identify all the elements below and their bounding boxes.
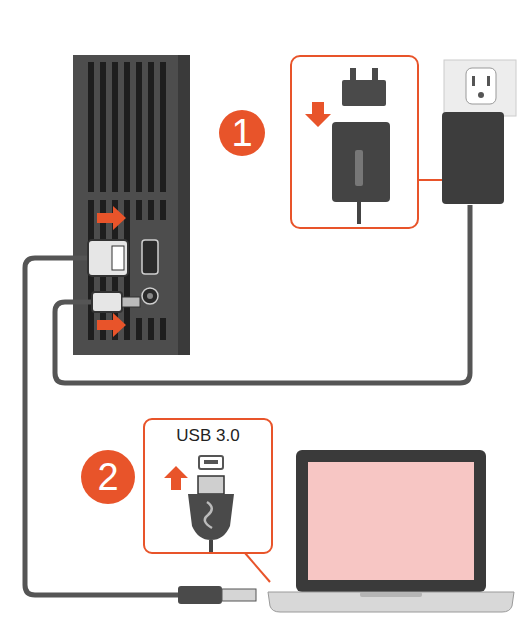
usb-inset-picture [164, 456, 270, 582]
port-label: USB 3.0 [145, 426, 271, 446]
step-number: 1 [219, 110, 265, 156]
power-adapter [442, 112, 504, 204]
power-plug [92, 292, 140, 312]
callout-number: 2 [97, 456, 118, 499]
usb-cable [25, 258, 185, 595]
wall-outlet [444, 60, 516, 116]
callout-number: 1 [231, 112, 252, 155]
usb-inset-box: USB 3.0 [143, 418, 273, 554]
adapter-inset [291, 56, 442, 228]
insert-arrow [97, 313, 126, 337]
hard-drive [73, 55, 190, 355]
usb-plug-drive [88, 240, 128, 276]
laptop [268, 450, 514, 612]
insert-arrow [97, 206, 126, 230]
step-number: 2 [81, 450, 135, 504]
power-cable [55, 205, 470, 383]
usb-plug-laptop [178, 586, 256, 604]
